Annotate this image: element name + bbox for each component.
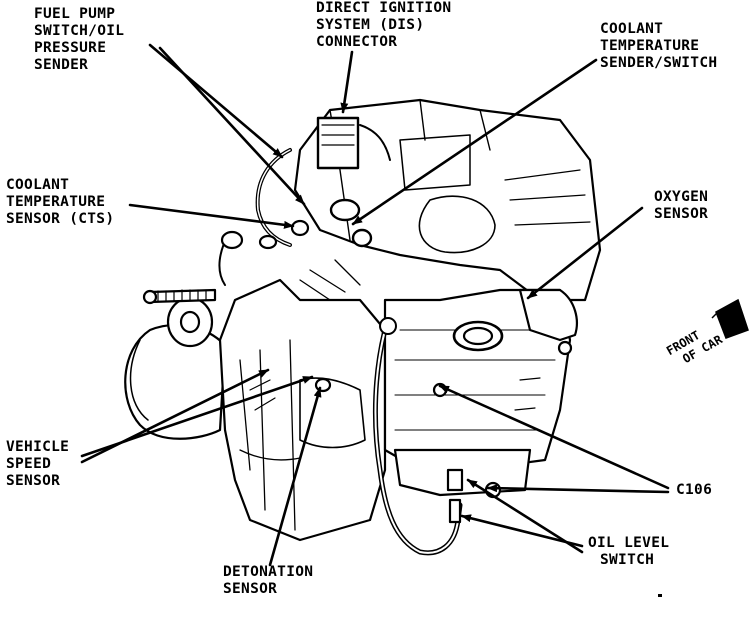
label-line: OXYGEN xyxy=(654,189,709,205)
transaxle-housing xyxy=(124,323,227,440)
dis-connector-body xyxy=(316,116,360,170)
label-line: SENSOR xyxy=(654,206,709,222)
leader-coolant-sender xyxy=(351,58,598,226)
label-line: DETONATION xyxy=(223,564,314,580)
transaxle-hub xyxy=(166,296,214,348)
label-coolant-temperature-sender: COOLANT TEMPERATURE SENDER/SWITCH xyxy=(600,21,717,72)
label-line: SENDER/SWITCH xyxy=(600,55,718,71)
engine-block xyxy=(124,98,602,556)
label-line: SYSTEM (DIS) xyxy=(316,17,425,33)
label-line: DIRECT IGNITION xyxy=(316,0,452,16)
label-line: SENSOR xyxy=(6,473,61,489)
label-coolant-temperature-sensor: COOLANT TEMPERATURE SENSOR (CTS) xyxy=(6,177,114,228)
leader-lines xyxy=(80,43,670,567)
label-line: OIL LEVEL xyxy=(588,535,670,551)
label-line: COOLANT xyxy=(600,21,664,37)
leader-dis xyxy=(340,50,354,114)
leader-vss-2 xyxy=(80,368,270,464)
label-line: SENSOR (CTS) xyxy=(6,211,115,227)
label-line: C106 xyxy=(676,482,713,498)
label-detonation-sensor: DETONATION SENSOR xyxy=(223,564,313,598)
leader-oil-level-1 xyxy=(460,514,584,548)
exhaust-manifold xyxy=(518,288,578,342)
label-line: FUEL PUMP xyxy=(34,6,116,22)
label-line: SENDER xyxy=(34,57,89,73)
front-arrow-icon xyxy=(711,298,749,339)
label-vehicle-speed-sensor: VEHICLE SPEED SENSOR xyxy=(6,439,69,490)
label-line: SENSOR xyxy=(223,581,278,597)
leader-cts xyxy=(128,203,295,229)
label-oil-level-switch: OIL LEVEL SWITCH xyxy=(588,535,669,569)
label-oxygen-sensor: OXYGEN SENSOR xyxy=(654,189,708,223)
transmission-case xyxy=(218,278,387,542)
label-line: TEMPERATURE xyxy=(600,38,700,54)
stray-mark xyxy=(658,594,662,597)
label-line: TEMPERATURE xyxy=(6,194,106,210)
label-line: COOLANT xyxy=(6,177,70,193)
label-line: SWITCH/OIL xyxy=(34,23,125,39)
label-line: SPEED xyxy=(6,456,52,472)
leader-fuel-pump-2 xyxy=(158,46,306,206)
label-c106: C106 xyxy=(676,482,712,499)
leader-c106-2 xyxy=(486,484,670,494)
leader-oil-level-2 xyxy=(466,478,584,554)
label-dis-connector: DIRECT IGNITION SYSTEM (DIS) CONNECTOR xyxy=(316,0,451,51)
leader-oxygen xyxy=(526,206,644,300)
label-line: SWITCH xyxy=(600,552,655,568)
leader-c106-1 xyxy=(438,384,670,490)
label-line: CONNECTOR xyxy=(316,34,398,50)
leader-fuel-pump-1 xyxy=(148,43,284,159)
label-line: PRESSURE xyxy=(34,40,107,56)
leader-detonation xyxy=(268,386,322,567)
oil-filler-ring xyxy=(452,320,504,352)
label-line: VEHICLE xyxy=(6,439,70,455)
label-fuel-pump-switch: FUEL PUMP SWITCH/OIL PRESSURE SENDER xyxy=(34,6,124,74)
